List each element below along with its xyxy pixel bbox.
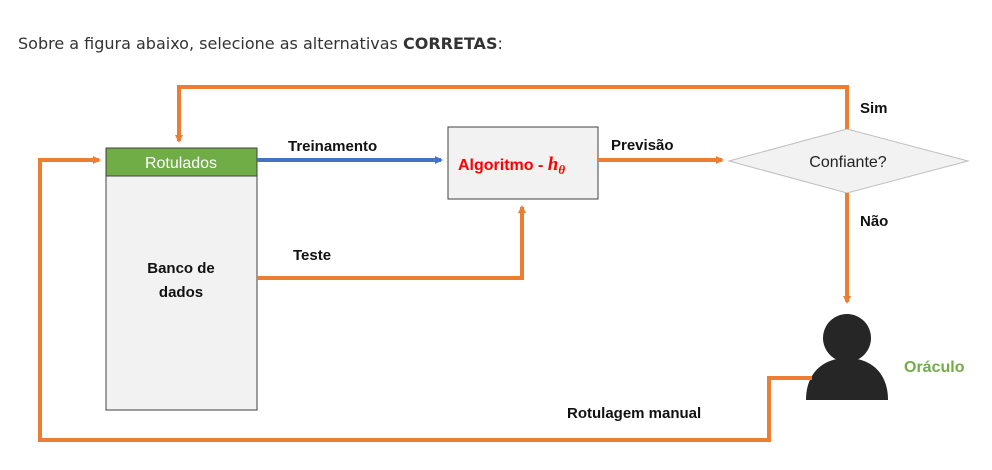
question-text: Sobre a figura abaixo, selecione as alte… [18, 34, 503, 53]
question-bold: CORRETAS [402, 34, 498, 53]
oracle-person-icon [806, 314, 888, 400]
prediction-label: Previsão [611, 137, 674, 154]
yes-label: Sim [860, 100, 888, 117]
database-header [105, 147, 258, 177]
database-header-label: Rotulados [145, 155, 217, 172]
yes-loop-arrow [175, 85, 849, 143]
database-box [105, 147, 258, 411]
database-label-line1: Banco de [147, 260, 215, 277]
manual-labeling-label: Rotulagem manual [567, 405, 701, 422]
question-prefix: Sobre a figura abaixo, selecione as alte… [18, 34, 403, 53]
algorithm-prefix: Algoritmo - [458, 157, 548, 174]
algorithm-symbol: h [548, 154, 559, 175]
question-suffix: : [497, 34, 503, 53]
decision-label: Confiante? [809, 154, 886, 171]
decision-diamond [727, 128, 970, 194]
algorithm-label: Algoritmo - hθ [458, 154, 565, 177]
algorithm-subscript: θ [558, 162, 565, 177]
database-label-line2: dados [159, 284, 203, 301]
no-label: Não [860, 213, 888, 230]
training-label: Treinamento [288, 138, 377, 155]
test-arrow [257, 205, 526, 280]
algorithm-box [447, 126, 599, 200]
oracle-label: Oráculo [904, 359, 965, 376]
manual-labeling-arrow [38, 156, 812, 442]
test-label: Teste [293, 247, 331, 264]
